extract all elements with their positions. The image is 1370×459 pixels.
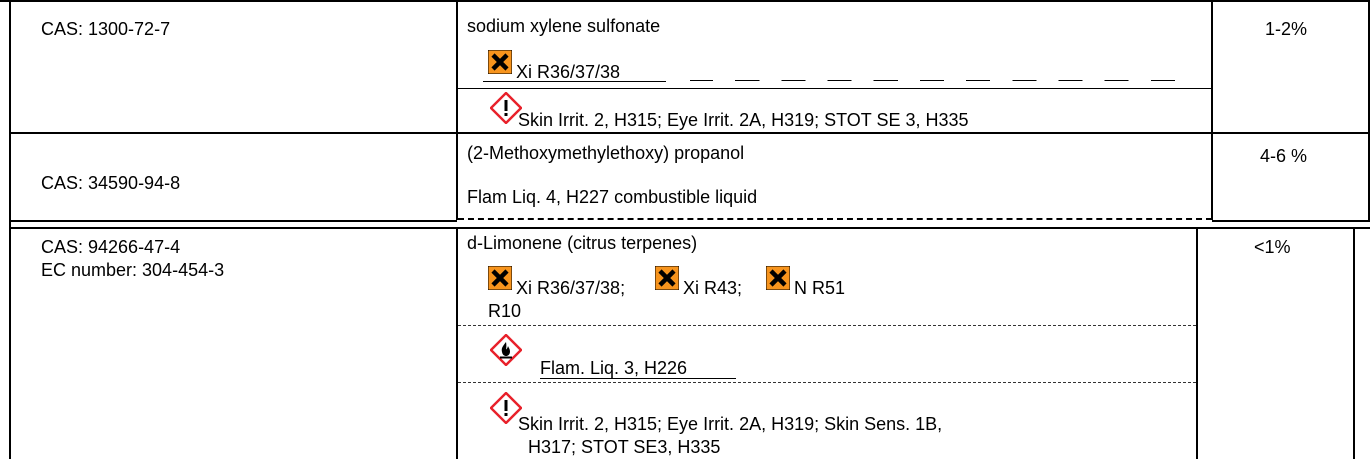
orange-x-icon	[766, 266, 790, 290]
hazard-classification: Xi R43;	[683, 278, 743, 298]
exclamation-diamond-icon	[490, 92, 522, 124]
r-phrase: R10	[488, 301, 522, 321]
orange-x-icon	[488, 50, 512, 74]
blank-underline	[483, 81, 666, 82]
ec-number: EC number: 304-454-3	[41, 260, 225, 280]
hazard-classification: Xi R36/37/38;	[516, 278, 626, 298]
cas-number: CAS: 34590-94-8	[41, 173, 181, 193]
hazard-classification: N R51	[794, 278, 846, 298]
col-divider-5	[1353, 227, 1355, 459]
cas-number: CAS: 1300-72-7	[41, 19, 171, 39]
ghs-classification: Skin Irrit. 2, H315; Eye Irrit. 2A, H319…	[518, 110, 969, 130]
row-divider-1	[9, 132, 1370, 134]
substance-name: d-Limonene (citrus terpenes)	[467, 233, 698, 253]
table-top-border	[0, 0, 1370, 2]
col-divider-3	[456, 227, 458, 459]
row-divider-2b	[458, 218, 1212, 220]
row-divider-3	[9, 227, 1370, 229]
flame-diamond-icon	[490, 334, 522, 366]
table-left-border	[9, 0, 11, 459]
col-divider-1	[456, 0, 458, 220]
col-divider-4	[1196, 227, 1198, 459]
row-divider-2a	[9, 220, 457, 222]
flam-underline	[540, 378, 736, 379]
concentration: 4-6 %	[1260, 146, 1308, 166]
ghs-classification: Flam. Liq. 3, H226	[540, 358, 688, 378]
concentration: 1-2%	[1265, 19, 1308, 39]
ghs-classification-cont: H317; STOT SE3, H335	[528, 437, 721, 457]
col-divider-2	[1211, 0, 1213, 220]
dash-row3-b	[458, 382, 1196, 383]
table-right-border	[1368, 0, 1370, 220]
hazard-classification: Xi R36/37/38	[516, 62, 621, 82]
orange-x-icon	[488, 266, 512, 290]
ghs-classification: Skin Irrit. 2, H315; Eye Irrit. 2A, H319…	[518, 414, 943, 434]
substance-name: sodium xylene sulfonate	[467, 16, 661, 36]
row-divider-2c	[1212, 220, 1370, 222]
concentration: <1%	[1254, 237, 1291, 257]
cas-number: CAS: 94266-47-4	[41, 237, 181, 257]
exclamation-diamond-icon	[490, 392, 522, 424]
inner-line-row1	[458, 88, 1211, 89]
orange-x-icon	[655, 266, 679, 290]
substance-name: (2-Methoxymethylethoxy) propanol	[467, 143, 745, 163]
dash-row3-a	[458, 325, 1196, 326]
blank-dashes	[690, 80, 1195, 81]
ghs-classification: Flam Liq. 4, H227 combustible liquid	[467, 187, 758, 207]
